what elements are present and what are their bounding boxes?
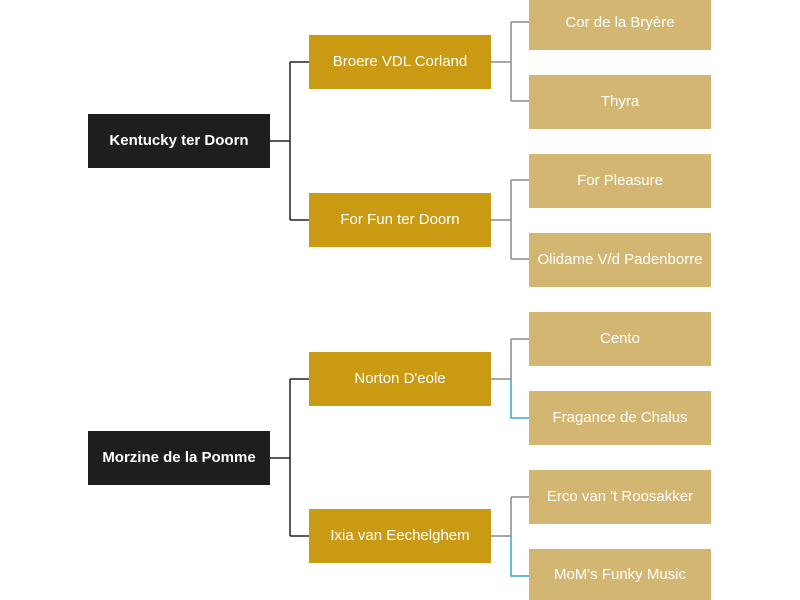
- parent-name: Norton D'eole: [354, 370, 446, 387]
- grandparent-box-cento: Cento: [529, 312, 711, 366]
- parent-box-forfun: For Fun ter Doorn: [309, 193, 491, 247]
- grandparent-box-erco: Erco van 't Roosakker: [529, 470, 711, 524]
- grandparent-name: Erco van 't Roosakker: [546, 488, 694, 505]
- parent-box-norton: Norton D'eole: [309, 352, 491, 406]
- horse-box-kentucky: Kentucky ter Doorn: [88, 114, 270, 168]
- grandparent-box-mom: MoM's Funky Music: [529, 549, 711, 600]
- grandparent-box-olidame: Olidame V/d Padenborre: [529, 233, 711, 287]
- grandparent-box-fragance: Fragance de Chalus: [529, 391, 711, 445]
- horse-name: Morzine de la Pomme: [102, 449, 256, 466]
- connector-forfun-to-parents: [491, 179, 529, 260]
- grandparent-name: MoM's Funky Music: [553, 565, 687, 583]
- connector-ixia-to-parents-lower: [510, 536, 529, 577]
- horse-box-morzine: Morzine de la Pomme: [88, 431, 270, 485]
- grandparent-name: For Pleasure: [577, 172, 663, 189]
- grandparent-box-thyra: Thyra: [529, 75, 711, 129]
- connector-norton-to-parents-upper: [491, 338, 529, 380]
- grandparent-name: Cor de la Bryère: [565, 14, 675, 31]
- connector-corland-to-parents: [491, 21, 529, 102]
- connectors-kentucky: [270, 21, 529, 260]
- parent-name: For Fun ter Doorn: [340, 211, 460, 228]
- parent-name: Broere VDL Corland: [332, 53, 468, 70]
- grandparent-name: Thyra: [600, 93, 640, 110]
- grandparent-name: Cento: [599, 330, 641, 347]
- parent-box-corland: Broere VDL Corland: [309, 35, 491, 89]
- parent-box-ixia: Ixia van Eechelghem: [309, 509, 491, 563]
- grandparent-name: Olidame V/d Padenborre: [537, 251, 703, 268]
- horse-name: Kentucky ter Doorn: [109, 132, 249, 149]
- connector-norton-to-parents-lower: [510, 379, 529, 419]
- connector-morzine-to-parents: [270, 378, 309, 537]
- grandparent-name: Fragance de Chalus: [552, 409, 688, 426]
- parent-name: Ixia van Eechelghem: [330, 527, 470, 544]
- grandparent-box-cor: Cor de la Bryère: [529, 0, 711, 50]
- connectors-morzine: [270, 338, 529, 577]
- connector-kentucky-to-parents: [270, 61, 309, 221]
- grandparent-box-forpleasure: For Pleasure: [529, 154, 711, 208]
- connector-ixia-to-parents-upper: [491, 496, 529, 537]
